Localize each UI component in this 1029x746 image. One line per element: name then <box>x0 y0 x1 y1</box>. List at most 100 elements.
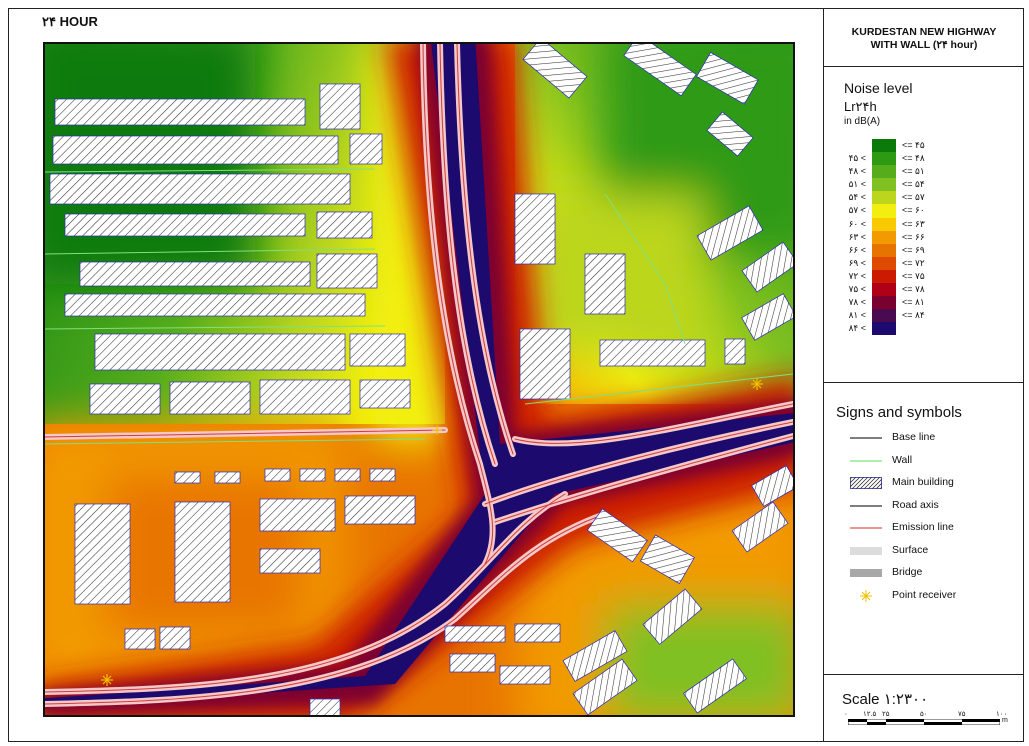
noise-legend-unit: in dB(A) <box>844 116 881 127</box>
noise-class-row: ۸۴ < <box>824 322 1024 336</box>
sign-item: Surface <box>850 543 1020 559</box>
legend-panel: KURDESTAN NEW HIGHWAY WITH WALL (۲۴ hour… <box>823 8 1024 742</box>
noise-class-lower: ۶۳ < <box>848 231 866 242</box>
separator <box>824 674 1024 675</box>
noise-class-swatch <box>872 256 896 270</box>
noise-map-canvas[interactable] <box>45 44 793 715</box>
scale-tick-label: ۵۰ <box>920 711 928 718</box>
map-title: ۲۴ HOUR <box>42 14 98 29</box>
main-buildings <box>49 44 793 715</box>
scale-tick-label: ۷۵ <box>958 711 966 718</box>
noise-class-upper: <= ۷۸ <box>902 284 925 295</box>
noise-class-row: ۵۷ < <= ۶۰ <box>824 204 1024 218</box>
noise-class-upper: <= ۴۸ <box>902 153 925 164</box>
noise-class-lower: ۸۱ < <box>848 310 866 321</box>
noise-class-row: <= ۴۵ <box>824 139 1024 153</box>
scale-tick-label: ۰ <box>844 711 848 718</box>
sign-symbol-icon <box>850 477 882 489</box>
sign-label: Bridge <box>892 566 923 578</box>
noise-class-row: ۴۵ < <= ۴۸ <box>824 152 1024 166</box>
sign-symbol-icon <box>850 459 882 462</box>
sign-symbol-icon <box>860 589 872 602</box>
sign-symbol-icon <box>850 504 882 507</box>
separator <box>824 382 1024 383</box>
noise-class-upper: <= ۷۲ <box>902 257 925 268</box>
sheet-frame <box>8 8 1024 742</box>
noise-class-lower: ۷۲ < <box>848 270 866 281</box>
noise-class-upper: <= ۵۱ <box>902 166 925 177</box>
noise-class-lower: ۴۸ < <box>848 166 866 177</box>
scale-bar <box>848 719 1000 725</box>
noise-class-upper: <= ۶۶ <box>902 231 925 242</box>
road-emission-lines <box>45 44 793 707</box>
noise-class-lower: ۴۵ < <box>848 153 866 164</box>
noise-class-swatch <box>872 191 896 205</box>
noise-class-row: ۸۱ <<= ۸۴ <box>824 309 1024 323</box>
noise-class-upper: <= ۴۵ <box>902 140 925 150</box>
noise-class-swatch <box>872 178 896 192</box>
noise-class-row: ۶۶ <<= ۶۹ <box>824 243 1024 257</box>
noise-class-row: ۷۸ < <= ۸۱ <box>824 296 1024 310</box>
noise-class-swatch <box>872 322 896 336</box>
noise-legend-title: Noise level <box>844 80 913 96</box>
noise-class-lower: ۶۶ < <box>848 244 866 255</box>
sign-item: Emission line <box>850 520 1020 536</box>
scale-tick-label: ۱۰۰ <box>996 711 1008 718</box>
separator <box>824 66 1024 67</box>
sign-item: Base line <box>850 430 1020 446</box>
walls <box>45 168 793 445</box>
sign-label: Road axis <box>892 498 939 511</box>
noise-class-upper: <= ۵۷ <box>902 192 925 203</box>
noise-class-swatch <box>872 217 896 231</box>
noise-class-upper: <= ۶۰ <box>902 205 925 216</box>
noise-class-row: ۴۸ < <= ۵۱ <box>824 165 1024 179</box>
panel-title-line1: KURDESTAN NEW HIGHWAY <box>851 26 997 38</box>
noise-class-swatch <box>872 309 896 323</box>
noise-class-lower: ۷۸ < <box>848 297 866 308</box>
sign-item: Main building <box>850 475 1020 491</box>
noise-class-row: ۷۵ < <= ۷۸ <box>824 283 1024 297</box>
panel-title: KURDESTAN NEW HIGHWAY WITH WALL (۲۴ hour… <box>824 26 1024 52</box>
noise-class-lower: ۶۰ < <box>848 218 866 229</box>
sign-item: Bridge <box>850 565 1020 581</box>
noise-class-swatch <box>872 152 896 166</box>
noise-class-upper: <= ۵۴ <box>902 179 925 190</box>
noise-class-upper: <= ۷۵ <box>902 270 925 281</box>
noise-class-row: ۵۱ < <= ۵۴ <box>824 178 1024 192</box>
noise-class-lower: ۸۴ < <box>848 323 866 334</box>
noise-class-upper: <= ۶۳ <box>902 218 925 229</box>
sign-label: Wall <box>892 453 913 466</box>
noise-class-row: ۶۹ <<= ۷۲ <box>824 256 1024 270</box>
sign-item: Wall <box>850 453 1020 469</box>
noise-map[interactable] <box>43 42 795 717</box>
scale-unit: m <box>1002 717 1008 724</box>
sign-symbol-icon <box>850 546 882 555</box>
noise-class-swatch <box>872 230 896 244</box>
panel-title-line2: WITH WALL (۲۴ hour) <box>870 39 978 51</box>
sign-symbol-icon <box>850 569 882 577</box>
noise-class-row: ۵۴ <<= ۵۷ <box>824 191 1024 205</box>
noise-legend-subtitle: Lr۲۴h <box>844 99 877 114</box>
sign-item: Point receiver <box>850 588 1020 604</box>
noise-class-row: ۶۰ < <= ۶۳ <box>824 217 1024 231</box>
noise-class-lower: ۵۱ < <box>848 179 866 190</box>
sign-label: Point receiver <box>892 588 957 601</box>
noise-class-row: ۷۲ < <= ۷۵ <box>824 269 1024 284</box>
noise-class-swatch <box>872 204 896 218</box>
noise-class-upper: <= ۸۱ <box>902 297 925 308</box>
sign-label: Base line <box>892 431 936 443</box>
sign-item: Road axis <box>850 498 1020 514</box>
noise-class-swatch <box>872 243 896 257</box>
noise-class-lower: ۷۵ < <box>848 284 866 295</box>
noise-class-swatch <box>872 269 896 284</box>
signs-title: Signs and symbols <box>836 404 962 421</box>
sign-label: Main building <box>892 476 954 488</box>
sign-symbol-icon <box>850 437 882 439</box>
noise-class-swatch <box>872 139 896 153</box>
noise-class-lower: ۵۷ < <box>848 205 866 216</box>
scale-tick-label: ۱۲.۵ <box>863 711 877 718</box>
scale-tick-label: ۲۵ <box>882 711 890 718</box>
scale-title: Scale ۱:۲۳۰۰ <box>842 691 929 708</box>
sign-label: Surface <box>892 543 929 556</box>
